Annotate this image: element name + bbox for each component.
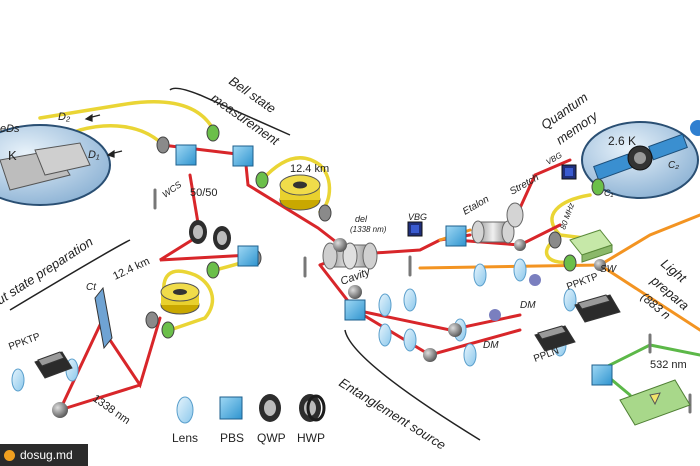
legend: Lens PBS QWP HWP (172, 394, 326, 445)
legend-qwp-label: QWP (257, 431, 286, 445)
input-state-label: ut state preparation (0, 234, 96, 308)
beam-bell-lower (159, 173, 252, 262)
etalon-label: Etalon (461, 194, 491, 218)
beam-source-1 (318, 263, 522, 332)
fiber-d1 (43, 124, 162, 144)
dm-label-1: DM (520, 300, 536, 311)
beam-input-2 (58, 383, 142, 412)
c2-label: C₂ (668, 160, 679, 171)
fiber-12km-left (162, 269, 215, 332)
del-label: del (355, 214, 368, 224)
etalon-stretch (471, 202, 524, 244)
direction-arrows (84, 113, 123, 158)
fibers (38, 99, 642, 332)
beam-input (58, 316, 162, 412)
del-wavelength-label: (1338 nm) (350, 225, 387, 234)
watermark-logo-icon (4, 449, 15, 461)
wavelength-532-label: 532 nm (650, 359, 687, 371)
stretch-label: Stretch (508, 172, 541, 198)
section-brackets (9, 87, 481, 441)
sw-label: SW (600, 264, 618, 275)
fiber-spool-left (160, 282, 200, 315)
fiber-top-label: 12.4 km (290, 163, 329, 175)
entanglement-source-label: Entanglement source (336, 375, 448, 453)
ppktp-right-label: PPKTP (565, 271, 600, 293)
wavelength-1338-label: 1338 nm (90, 393, 132, 427)
light-source-box (619, 379, 691, 426)
d2-label: D₂ (58, 111, 71, 123)
cavity-label: Cavity (339, 266, 373, 288)
mirror-balls (52, 238, 606, 418)
beam-bell-top (160, 143, 342, 247)
legend-pbs-icon (219, 396, 243, 420)
beam-orange-2 (598, 213, 700, 267)
dets-label: eDs (0, 123, 20, 135)
vbg-mid-label: VBG (408, 212, 427, 222)
fiber-spool-top (279, 174, 321, 211)
temp-right-label: 2.6 K (608, 134, 636, 148)
legend-lens-icon (176, 396, 194, 424)
crystals (34, 286, 621, 379)
legend-lens-label: Lens (172, 431, 198, 445)
ppktp-left-label: PPKTP (7, 331, 42, 353)
temp-left-label: K (8, 148, 17, 163)
watermark-text: dosug.md (20, 448, 73, 462)
dm-label-2: DM (483, 340, 499, 351)
legend-hwp-label: HWP (297, 431, 325, 445)
bs-5050-label: 50/50 (190, 187, 218, 199)
ppln-label: PPLN (532, 346, 560, 365)
mirrors (153, 188, 692, 414)
d1-label: D₁ (88, 149, 100, 161)
switch-box (569, 229, 613, 263)
legend-pbs-label: PBS (220, 431, 244, 445)
fiber-d2 (38, 99, 217, 135)
fiber-12km-top (260, 156, 332, 214)
wcs-label: WCS (160, 179, 183, 199)
ct-label: Ct (86, 282, 97, 293)
pbs-cubes (175, 144, 613, 386)
fiber-left-label: 12.4 km (111, 255, 152, 282)
waveplates (189, 220, 231, 250)
vbg-right (561, 164, 577, 180)
vbg-mid (407, 221, 423, 237)
cavity (322, 242, 378, 270)
cryostat-right: 2.6 K C₁ C₂ (581, 120, 700, 199)
lenses (11, 258, 577, 392)
cryostat-left: K eDs (0, 123, 111, 206)
watermark: dosug.md (0, 444, 88, 466)
c1-label: C₁ (604, 188, 613, 198)
